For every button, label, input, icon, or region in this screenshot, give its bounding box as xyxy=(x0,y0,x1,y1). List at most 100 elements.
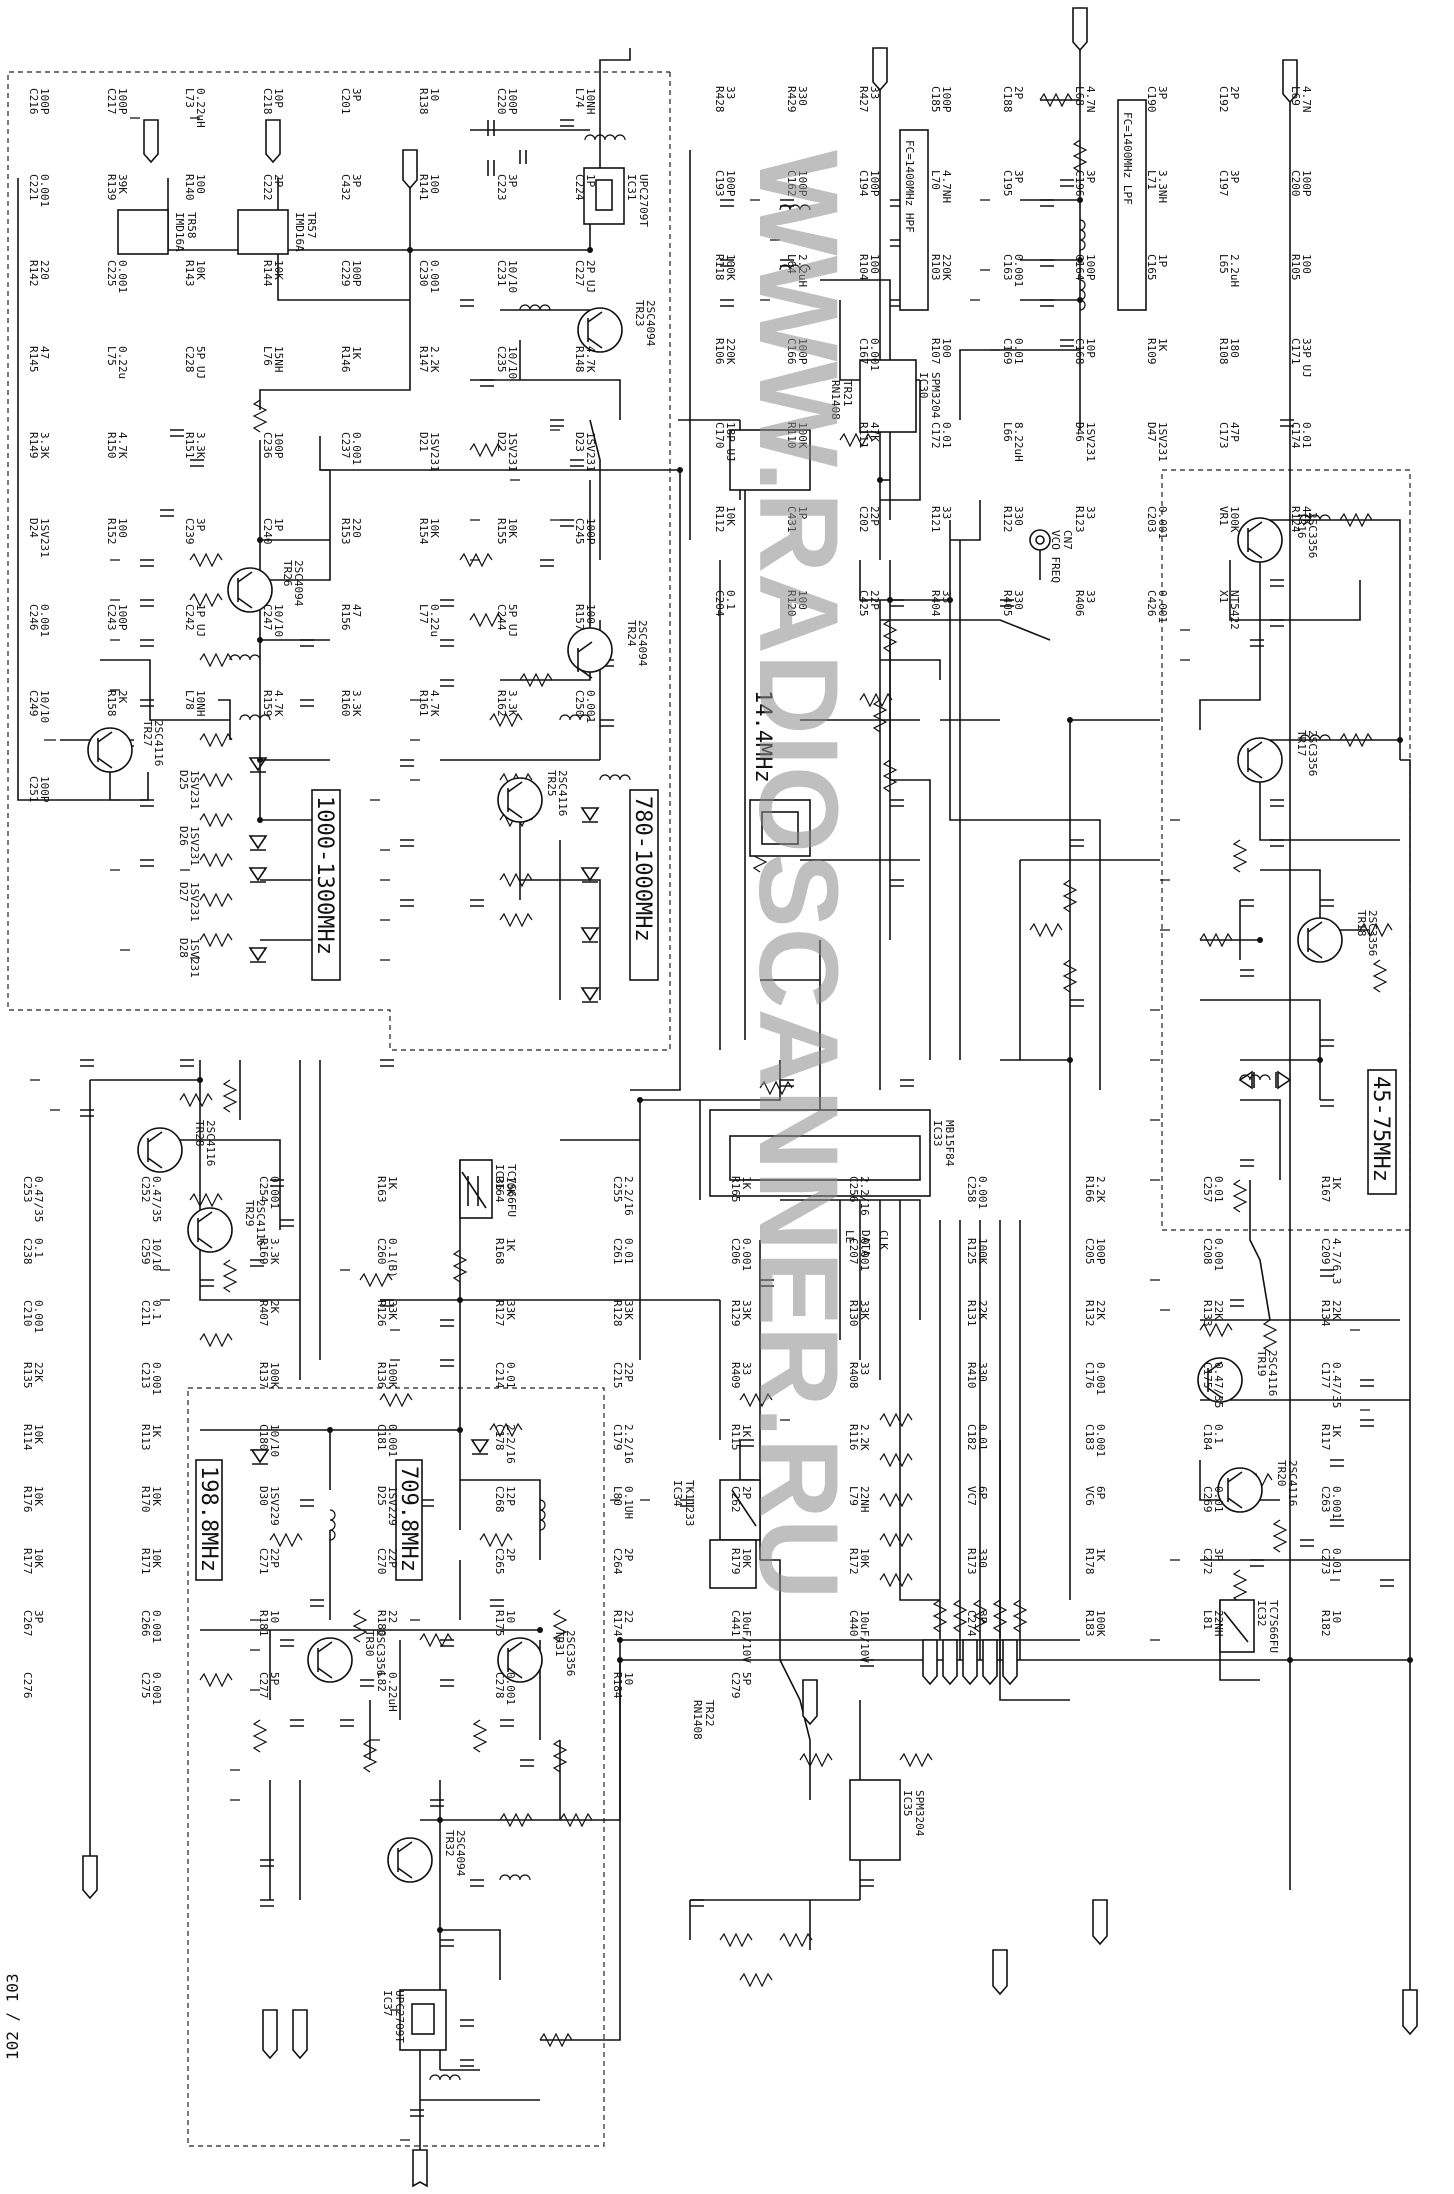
component-ref: L65 xyxy=(1217,254,1230,274)
component-value: 10K xyxy=(506,518,519,538)
component-value: 100P xyxy=(940,86,953,113)
component-ref: C163 xyxy=(1001,254,1014,281)
component-value: 10/10 xyxy=(268,1424,281,1457)
component-value: 1SV231 xyxy=(1084,422,1097,462)
component-ref: R104 xyxy=(857,254,870,281)
component-value: 220 xyxy=(350,518,363,538)
component-ref: C276 xyxy=(21,1672,34,1699)
component-ref: R183 xyxy=(1083,1610,1096,1637)
component-ref: R124 xyxy=(1289,506,1302,533)
transistor-ref: TR32 xyxy=(443,1830,456,1857)
transistor-ref: TR26 xyxy=(281,560,294,587)
component-value: 0.001 xyxy=(1012,254,1025,287)
osc-709-label: 709.8MHz xyxy=(396,1466,421,1572)
component-value: 0.47/35 xyxy=(32,1176,45,1222)
component-ref: C210 xyxy=(21,1300,34,1327)
component-ref: R108 xyxy=(1217,338,1230,365)
component-ref: D46 xyxy=(1073,422,1086,442)
component-ref: C206 xyxy=(729,1238,742,1265)
component-value: 22K xyxy=(32,1362,45,1382)
oscillator-boundary xyxy=(187,1387,605,2147)
component-value: 10K xyxy=(858,1548,871,1568)
band-1000-1300-label: 1000-1300MHz xyxy=(312,796,337,955)
component-value: 3P xyxy=(32,1610,45,1624)
component-value: 330 xyxy=(976,1362,989,1382)
component-ref: R126 xyxy=(375,1300,388,1327)
component-ref: C175 xyxy=(1201,1362,1214,1389)
component-ref: C441 xyxy=(729,1610,742,1637)
component-value: 1SV231 xyxy=(188,938,201,978)
component-value: 3.3K xyxy=(194,432,207,459)
component-value: 3P xyxy=(194,518,207,532)
component-value: 100K xyxy=(796,422,809,449)
component-ref: C185 xyxy=(929,86,942,113)
component-value: 0.22u xyxy=(428,604,441,637)
component-ref: C250 xyxy=(573,690,586,717)
component-ref: R150 xyxy=(105,432,118,459)
component-ref: C426 xyxy=(1145,590,1158,617)
component-ref: C221 xyxy=(27,174,40,201)
component-ref: L78 xyxy=(183,690,196,710)
component-ref: C164 xyxy=(1073,254,1086,281)
component-ref: C162 xyxy=(785,170,798,197)
component-value: 180 xyxy=(1228,338,1241,358)
component-ref: R159 xyxy=(261,690,274,717)
component-ref: C270 xyxy=(375,1548,388,1575)
component-ref: R156 xyxy=(339,604,352,631)
component-ref: R162 xyxy=(495,690,508,717)
component-ref: C192 xyxy=(1217,86,1230,113)
component-ref: L73 xyxy=(183,88,196,108)
component-ref: C197 xyxy=(1217,170,1230,197)
component-value: 1P xyxy=(584,174,597,188)
watermark: WWW.RADIOSCANNER.RU xyxy=(736,150,861,1600)
component-value: 10/10 xyxy=(506,260,519,293)
component-ref: R141 xyxy=(417,174,430,201)
component-value: 0.01 xyxy=(1300,422,1313,449)
component-ref: C188 xyxy=(1001,86,1014,113)
component-value: 0.001 xyxy=(116,260,129,293)
component-value: 0.01 xyxy=(1012,338,1025,365)
connector-ref: CN7 xyxy=(1061,530,1074,550)
component-value: 100K xyxy=(386,1362,399,1389)
transistor-ref: TR25 xyxy=(545,770,558,797)
transistors xyxy=(87,307,1343,1883)
ic-part: TC7S66FU xyxy=(505,1164,518,1217)
component-ref: C261 xyxy=(611,1238,624,1265)
component-value: 1K xyxy=(740,1176,753,1190)
component-value: 1P xyxy=(272,518,285,532)
component-ref: R157 xyxy=(573,604,586,631)
component-value: 18P UJ xyxy=(724,422,737,462)
component-ref: R404 xyxy=(929,590,942,617)
component-value: 3.3K xyxy=(350,690,363,717)
component-ref: C249 xyxy=(27,690,40,717)
component-ref: C252 xyxy=(139,1176,152,1203)
component-value: 8.22uH xyxy=(1012,422,1025,462)
component-value: 0.001 xyxy=(150,1362,163,1395)
component-ref: VC7 xyxy=(965,1486,978,1506)
block-boundaries xyxy=(7,71,1411,2147)
component-ref: C243 xyxy=(105,604,118,631)
component-value: 2.2K xyxy=(1094,1176,1107,1203)
component-ref: R179 xyxy=(729,1548,742,1575)
component-ref: C207 xyxy=(847,1238,860,1265)
component-value: 10K xyxy=(504,1176,517,1196)
component-value: 47P xyxy=(1228,422,1241,442)
component-value: 2P xyxy=(272,174,285,188)
component-value: 0.001 xyxy=(1330,1486,1343,1519)
component-ref: R408 xyxy=(847,1362,860,1389)
component-value: 330 xyxy=(1012,590,1025,610)
component-value: 220K xyxy=(724,338,737,365)
transistor-ref: TR24 xyxy=(625,620,638,647)
switch-ref: TR21 xyxy=(841,380,854,407)
component-value: 10/10 xyxy=(150,1238,163,1271)
component-value: 10P xyxy=(272,88,285,108)
component-ref: C165 xyxy=(1145,254,1158,281)
component-ref: R139 xyxy=(105,174,118,201)
component-ref: R158 xyxy=(105,690,118,717)
component-ref: R122 xyxy=(1001,506,1014,533)
component-value: 4.7N xyxy=(1084,86,1097,113)
component-value: 10K xyxy=(150,1486,163,1506)
switch-labels: TR21 RN1408 TR22 RN1408 TR57 IMD16A TR58… xyxy=(173,212,854,1740)
component-value: 2P xyxy=(1012,86,1025,100)
component-ref: C238 xyxy=(21,1238,34,1265)
